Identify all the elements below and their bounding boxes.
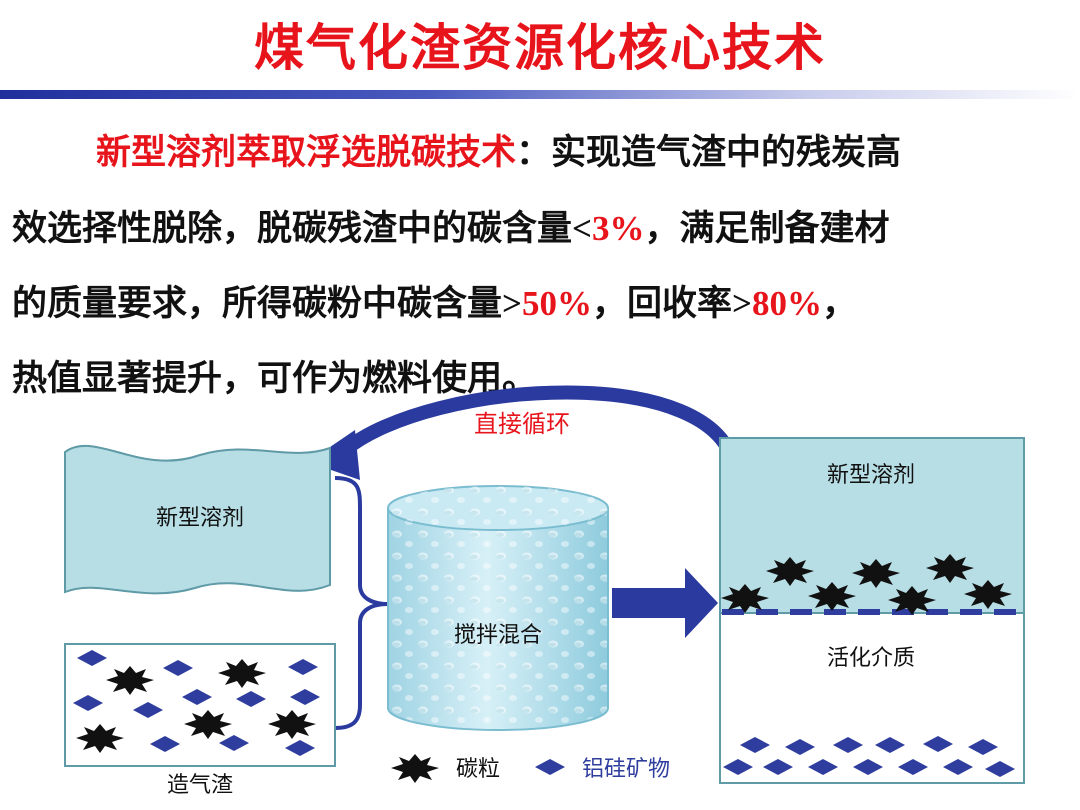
legend-mineral-icon <box>535 759 565 775</box>
line3-symbol-1: > <box>502 284 522 323</box>
slag-label: 造气渣 <box>167 773 233 798</box>
recycle-label: 直接循环 <box>474 410 570 438</box>
solvent-label: 新型溶剂 <box>156 506 244 531</box>
paragraph-line-3: 的质量要求，所得碳粉中碳含量>50%，回收率>80%， <box>12 275 1072 326</box>
input-bracket <box>334 476 389 730</box>
recycle-arrow-curve <box>340 385 742 472</box>
line2-symbol: < <box>572 209 592 248</box>
recovery-rate-value: 80% <box>751 284 822 323</box>
line2-post: ，满足制备建材 <box>644 209 890 249</box>
line1-text: ：实现造气渣中的残炭高 <box>516 133 902 173</box>
mixing-tank <box>387 485 609 731</box>
tank-medium-layer <box>719 612 1025 784</box>
line3-post: ， <box>821 284 857 324</box>
title-underline <box>0 90 1080 99</box>
solvent-container <box>64 444 331 595</box>
legend-carbon-label: 碳粒 <box>456 757 500 782</box>
legend-mineral-label: 铝硅矿物 <box>582 757 670 782</box>
paragraph-line-2: 效选择性脱除，脱碳残渣中的碳含量<3%，满足制备建材 <box>12 200 1072 251</box>
carbon-residual-value: 3% <box>591 209 645 248</box>
recycle-arrow-head <box>308 430 360 480</box>
carbon-content-value: 50% <box>521 284 592 323</box>
line3-pre: 的质量要求，所得碳粉中碳含量 <box>12 284 503 324</box>
tank-bottom-label: 活化介质 <box>827 646 915 671</box>
legend-carbon-icon <box>391 754 439 783</box>
line3-symbol-2: > <box>731 284 752 323</box>
line2-pre: 效选择性脱除，脱碳残渣中的碳含量 <box>12 209 573 249</box>
line3-mid: ，回收率 <box>591 284 732 324</box>
technology-name: 新型溶剂萃取浮选脱碳技术 <box>96 133 517 173</box>
page-title: 煤气化渣资源化核心技术 <box>254 19 826 77</box>
mixing-label: 搅拌混合 <box>454 623 542 648</box>
tank-top-label: 新型溶剂 <box>827 463 915 488</box>
paragraph-line-4: 热值显著提升，可作为燃料使用。 <box>12 359 538 399</box>
paragraph-line-1: 新型溶剂萃取浮选脱碳技术：实现造气渣中的残炭高 <box>96 124 1080 175</box>
process-arrow <box>612 568 718 638</box>
